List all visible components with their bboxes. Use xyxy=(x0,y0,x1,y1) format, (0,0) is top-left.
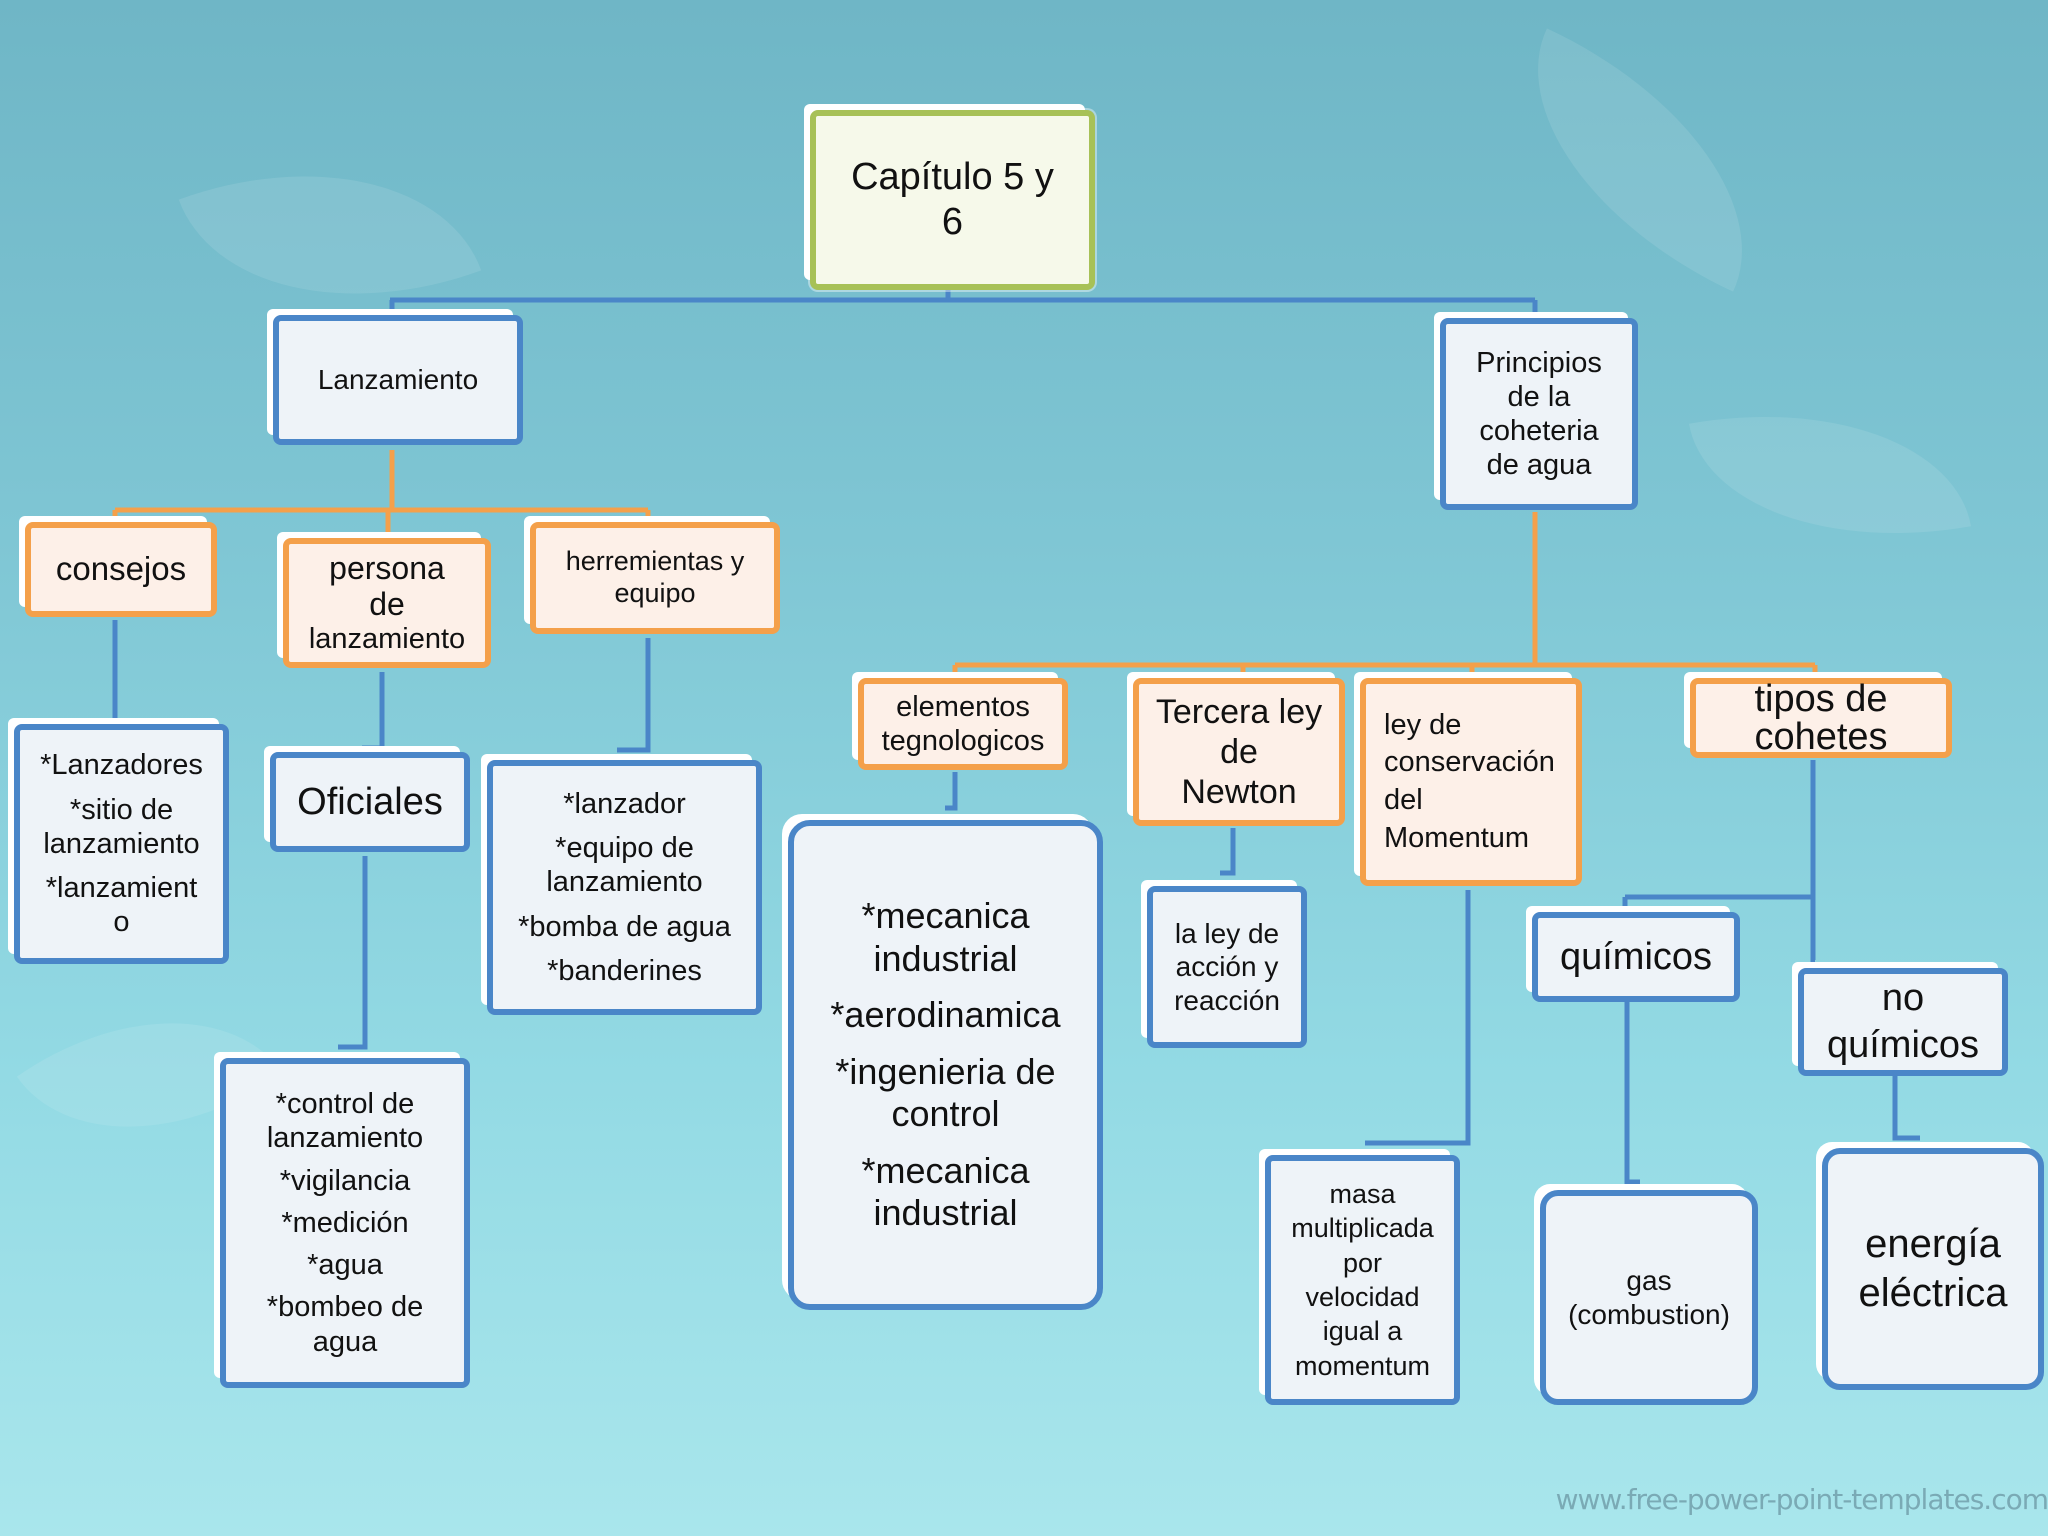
list-item: *sitio de lanzamiento xyxy=(43,793,200,860)
node-lanzamiento: Lanzamiento xyxy=(273,315,523,445)
node-masa-velocidad: masa multiplicada por velocidad igual a … xyxy=(1265,1155,1460,1405)
node-tercera-line: Tercera ley xyxy=(1155,692,1323,731)
detail-line: la ley de xyxy=(1174,918,1280,950)
node-no-quimicos-line: no xyxy=(1881,976,1925,1019)
root-title-line: Capítulo 5 y xyxy=(851,156,1054,199)
node-tipos-line: tipos de xyxy=(1754,678,1888,720)
node-conservacion-line: conservación xyxy=(1384,746,1555,779)
node-principios-line: de la xyxy=(1507,380,1571,413)
node-no-quimicos: no químicos xyxy=(1798,968,2008,1076)
detail-line: igual a xyxy=(1322,1316,1403,1347)
connector-principios xyxy=(952,512,1818,676)
list-item: *ingenieria de control xyxy=(835,1050,1056,1135)
list-item: *bombeo de agua xyxy=(266,1291,424,1358)
node-tercera-line: de xyxy=(1220,732,1258,771)
node-tipos-cohetes: tipos de cohetes xyxy=(1690,678,1952,758)
detail-line: multiplicada xyxy=(1291,1213,1434,1244)
detail-line: (combustion) xyxy=(1568,1298,1730,1330)
node-principios-line: coheteria xyxy=(1479,415,1599,447)
node-energia-electrica: energía eléctrica xyxy=(1822,1148,2044,1390)
list-oficiales: *control de lanzamiento *vigilancia *med… xyxy=(220,1058,470,1388)
list-item: *Lanzadores xyxy=(40,749,203,782)
list-item: *equipo de lanzamiento xyxy=(546,832,703,899)
node-principios: Principios de la coheteria de agua xyxy=(1440,318,1638,510)
node-conservacion: ley de conservación del Momentum xyxy=(1360,678,1582,886)
detail-line: eléctrica xyxy=(1858,1271,2008,1315)
root-node: Capítulo 5 y 6 xyxy=(810,110,1095,290)
detail-line: por xyxy=(1342,1247,1383,1278)
watermark-text: www.free-power-point-templates.com xyxy=(1555,1483,2048,1516)
connector-no-quimicos xyxy=(1892,1075,1920,1141)
node-herramientas: herremientas y equipo xyxy=(530,522,780,634)
detail-line: momentum xyxy=(1294,1350,1431,1381)
root-title-line: 6 xyxy=(941,201,964,243)
list-item: *lanzamient o xyxy=(45,872,198,939)
list-item: *vigilancia xyxy=(279,1164,411,1197)
node-herramientas-line: equipo xyxy=(614,578,696,608)
connector-persona xyxy=(362,672,385,751)
node-persona: persona de lanzamiento xyxy=(283,538,491,668)
list-elementos: *mecanica industrial *aerodinamica *inge… xyxy=(788,820,1103,1310)
connector-tipos xyxy=(1622,760,1816,963)
list-item: *agua xyxy=(307,1249,383,1282)
detail-line: reacción xyxy=(1174,984,1280,1016)
list-item: *medición xyxy=(281,1206,409,1239)
node-consejos-label: consejos xyxy=(55,550,187,588)
connector-lanzamiento xyxy=(112,450,651,532)
list-item: *mecanica industrial xyxy=(861,1149,1030,1234)
connector-oficiales xyxy=(338,856,368,1050)
node-oficiales-label: Oficiales xyxy=(297,780,443,823)
node-principios-line: de agua xyxy=(1486,449,1592,482)
connector-conservacion xyxy=(1365,890,1471,1146)
connector-herramientas xyxy=(617,638,651,753)
connector-root xyxy=(389,288,1538,318)
node-persona-line: de xyxy=(369,585,405,622)
detail-line: velocidad xyxy=(1305,1282,1420,1312)
node-conservacion-line: ley de xyxy=(1384,708,1462,741)
node-elementos-line: elementos xyxy=(896,690,1030,723)
list-herramientas: *lanzador *equipo de lanzamiento *bomba … xyxy=(487,760,762,1015)
list-item: *bomba de agua xyxy=(518,910,731,943)
list-consejos: *Lanzadores *sitio de lanzamiento *lanza… xyxy=(14,724,229,964)
node-elementos-line: tegnologicos xyxy=(881,725,1045,757)
node-conservacion-line: del xyxy=(1384,784,1423,816)
node-conservacion-line: Momentum xyxy=(1384,821,1530,854)
node-gas-combustion: gas (combustion) xyxy=(1540,1190,1758,1405)
node-consejos: consejos xyxy=(25,522,217,617)
list-item: *aerodinamica xyxy=(830,994,1061,1036)
node-elementos: elementos tegnologicos xyxy=(858,678,1068,770)
connector-quimicos xyxy=(1624,1002,1640,1185)
node-herramientas-line: herremientas y xyxy=(565,546,745,577)
detail-line: gas xyxy=(1626,1265,1672,1297)
connector-elementos xyxy=(945,772,958,811)
detail-line: energía xyxy=(1865,1222,2001,1267)
node-oficiales: Oficiales xyxy=(270,752,470,852)
node-quimicos-label: químicos xyxy=(1559,935,1713,978)
node-tercera-ley: Tercera ley de Newton xyxy=(1133,678,1345,826)
list-item: *lanzador xyxy=(563,787,686,820)
node-principios-line: Principios xyxy=(1476,346,1602,379)
node-persona-line: persona xyxy=(329,549,445,586)
node-quimicos: químicos xyxy=(1532,912,1740,1002)
node-no-quimicos-line: químicos xyxy=(1826,1024,1980,1066)
connector-tercera xyxy=(1220,828,1236,876)
node-tercera-line: Newton xyxy=(1181,773,1297,812)
list-item: *mecanica industrial xyxy=(861,895,1030,979)
node-tipos-line: cohetes xyxy=(1754,716,1888,758)
node-persona-line: lanzamiento xyxy=(308,622,466,655)
list-item: *banderines xyxy=(547,954,702,987)
detail-line: acción y xyxy=(1175,951,1279,983)
node-accion-reaccion: la ley de acción y reacción xyxy=(1147,886,1307,1048)
list-item: *control de lanzamiento xyxy=(266,1088,424,1155)
node-lanzamiento-label: Lanzamiento xyxy=(317,364,479,396)
detail-line: masa xyxy=(1329,1179,1396,1210)
